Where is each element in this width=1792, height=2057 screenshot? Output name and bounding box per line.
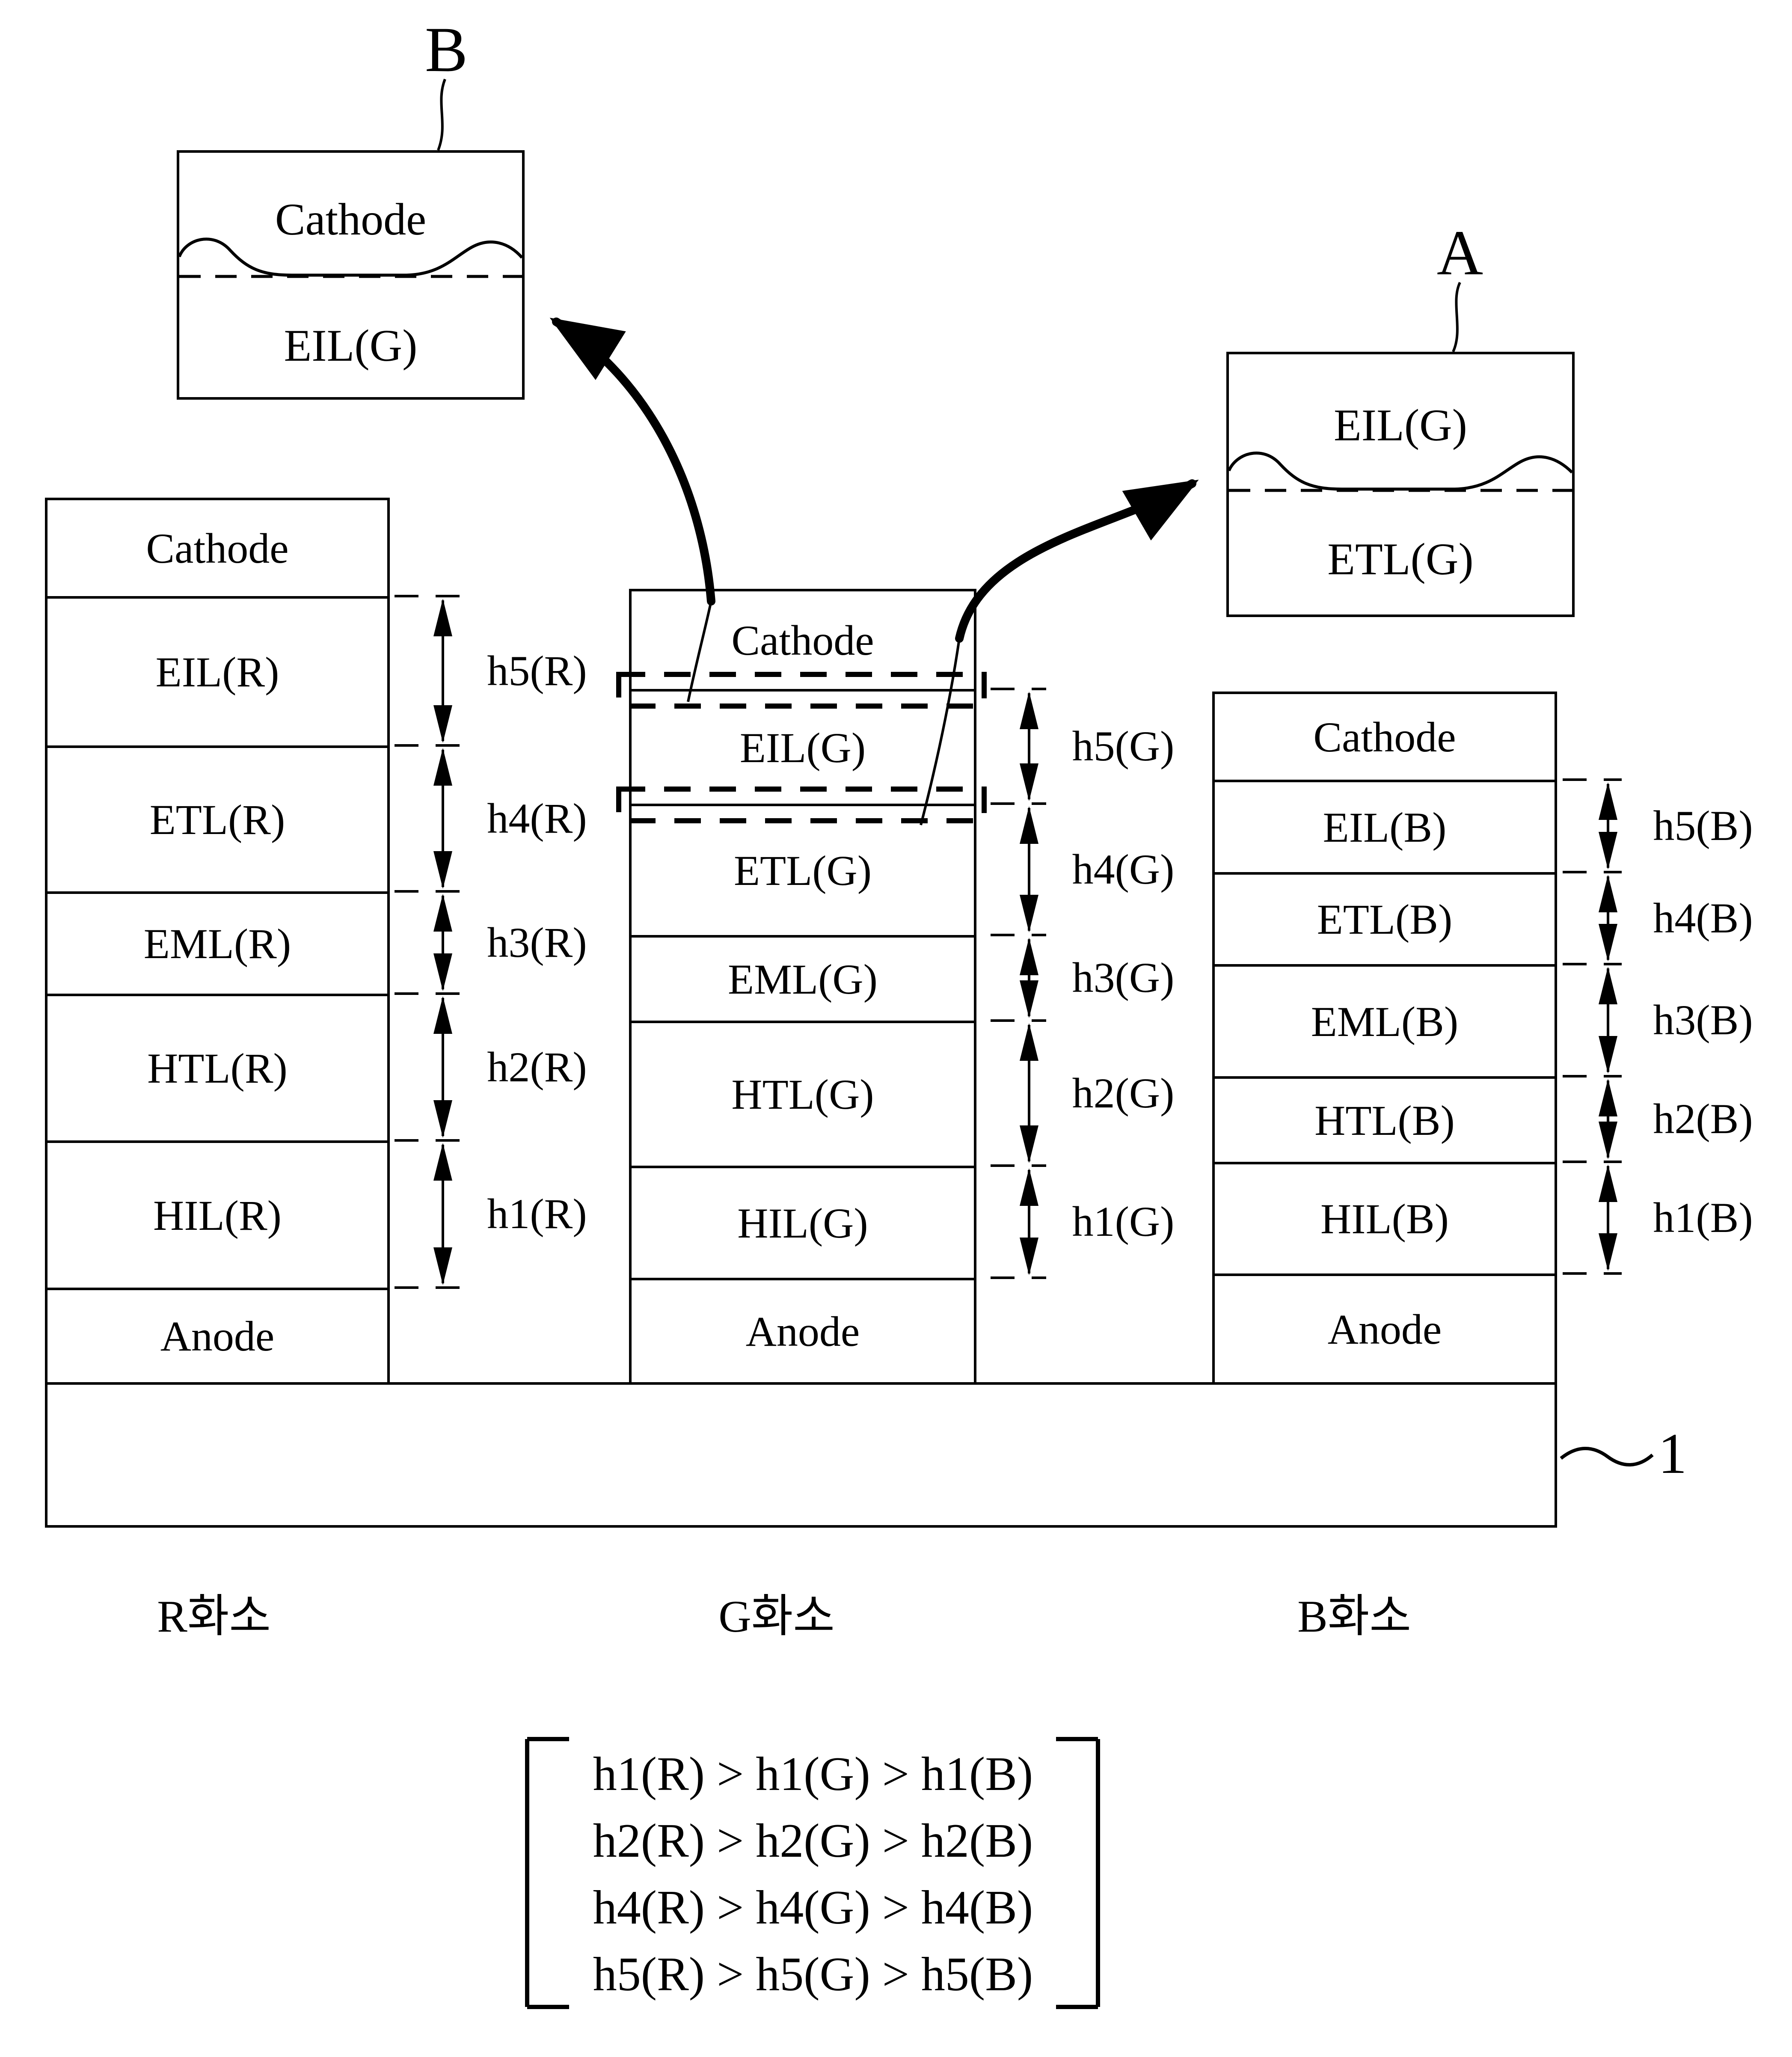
height-label: h3(G) bbox=[1072, 954, 1175, 1001]
layer-cell: Anode bbox=[1327, 1305, 1442, 1353]
layer-cell: HTL(B) bbox=[1215, 1079, 1555, 1164]
layer-cell: HIL(B) bbox=[1215, 1164, 1555, 1276]
height-label: h5(G) bbox=[1072, 722, 1175, 770]
height-label: h3(R) bbox=[487, 919, 587, 966]
layer-cell: EML(R) bbox=[47, 894, 387, 996]
layer-cell: Cathode bbox=[632, 591, 974, 692]
formula-line: h2(R) > h2(G) > h2(B) bbox=[593, 1814, 1033, 1867]
height-label: h4(B) bbox=[1653, 894, 1753, 942]
layer-cell: EML(B) bbox=[1215, 967, 1555, 1079]
layer-cell: ETL(R) bbox=[47, 748, 387, 894]
layer-cell: Cathode bbox=[47, 500, 387, 599]
layer-cell: Anode bbox=[160, 1312, 275, 1360]
formula-line: h1(R) > h1(G) > h1(B) bbox=[593, 1748, 1033, 1801]
layer-cell: EML(G) bbox=[632, 938, 974, 1023]
callout-b-label: B bbox=[424, 14, 468, 85]
substrate-ref-label: 1 bbox=[1658, 1422, 1687, 1486]
layer-cell: HTL(R) bbox=[47, 996, 387, 1143]
formula-line: h5(R) > h5(G) > h5(B) bbox=[593, 1948, 1033, 2001]
callout-a-label: A bbox=[1436, 217, 1483, 288]
stack-g: Cathode EIL(G) ETL(G) EML(G) HTL(G) HIL(… bbox=[629, 589, 976, 1385]
inset-a-bottom-layer-label: ETL(G) bbox=[1327, 534, 1474, 584]
layer-cell: HIL(G) bbox=[632, 1168, 974, 1280]
height-label: h1(R) bbox=[487, 1190, 587, 1238]
height-label: h2(G) bbox=[1072, 1069, 1175, 1117]
layer-cell: HIL(R) bbox=[47, 1143, 387, 1290]
inset-a-top-layer-label: EIL(G) bbox=[1334, 400, 1467, 450]
height-label: h3(B) bbox=[1653, 996, 1753, 1044]
substrate bbox=[45, 1382, 1557, 1528]
substrate-ref-squiggle bbox=[1560, 1447, 1654, 1466]
pixel-label-b: B화소 bbox=[1297, 1591, 1411, 1641]
height-label: h1(B) bbox=[1653, 1194, 1753, 1241]
layer-cell: Cathode bbox=[1215, 694, 1555, 782]
height-label: h5(R) bbox=[487, 647, 587, 695]
layer-cell: ETL(G) bbox=[632, 806, 974, 938]
leader-line-a bbox=[1452, 282, 1461, 353]
stack-r: Cathode EIL(R) ETL(R) EML(R) HTL(R) HIL(… bbox=[45, 498, 390, 1385]
curved-arrow-to-inset-a bbox=[955, 479, 1199, 643]
leader-line-b bbox=[437, 78, 446, 151]
height-label: h4(R) bbox=[487, 795, 587, 842]
curved-arrow-to-inset-b bbox=[549, 318, 715, 606]
layer-cell: ETL(B) bbox=[1215, 875, 1555, 967]
height-label: h2(B) bbox=[1653, 1095, 1753, 1143]
inset-b: Cathode EIL(G) bbox=[177, 150, 525, 400]
pixel-label-g: G화소 bbox=[718, 1591, 835, 1641]
inset-b-bottom-layer-label: EIL(G) bbox=[284, 321, 418, 371]
stack-b: Cathode EIL(B) ETL(B) EML(B) HTL(B) HIL(… bbox=[1212, 692, 1557, 1385]
layer-cell: EIL(R) bbox=[47, 599, 387, 748]
pixel-label-r: R화소 bbox=[157, 1591, 271, 1641]
height-label: h5(B) bbox=[1653, 802, 1753, 849]
height-label: h2(R) bbox=[487, 1043, 587, 1091]
layer-cell: EIL(G) bbox=[632, 692, 974, 806]
height-label: h1(G) bbox=[1072, 1198, 1175, 1245]
inset-b-top-layer-label: Cathode bbox=[275, 194, 427, 244]
layer-cell: EIL(B) bbox=[1215, 782, 1555, 875]
layer-cell: Anode bbox=[745, 1307, 860, 1355]
formula-line: h4(R) > h4(G) > h4(B) bbox=[593, 1881, 1033, 1934]
inset-a: EIL(G) ETL(G) bbox=[1226, 352, 1575, 617]
layer-cell: HTL(G) bbox=[632, 1023, 974, 1168]
height-label: h4(G) bbox=[1072, 846, 1175, 893]
